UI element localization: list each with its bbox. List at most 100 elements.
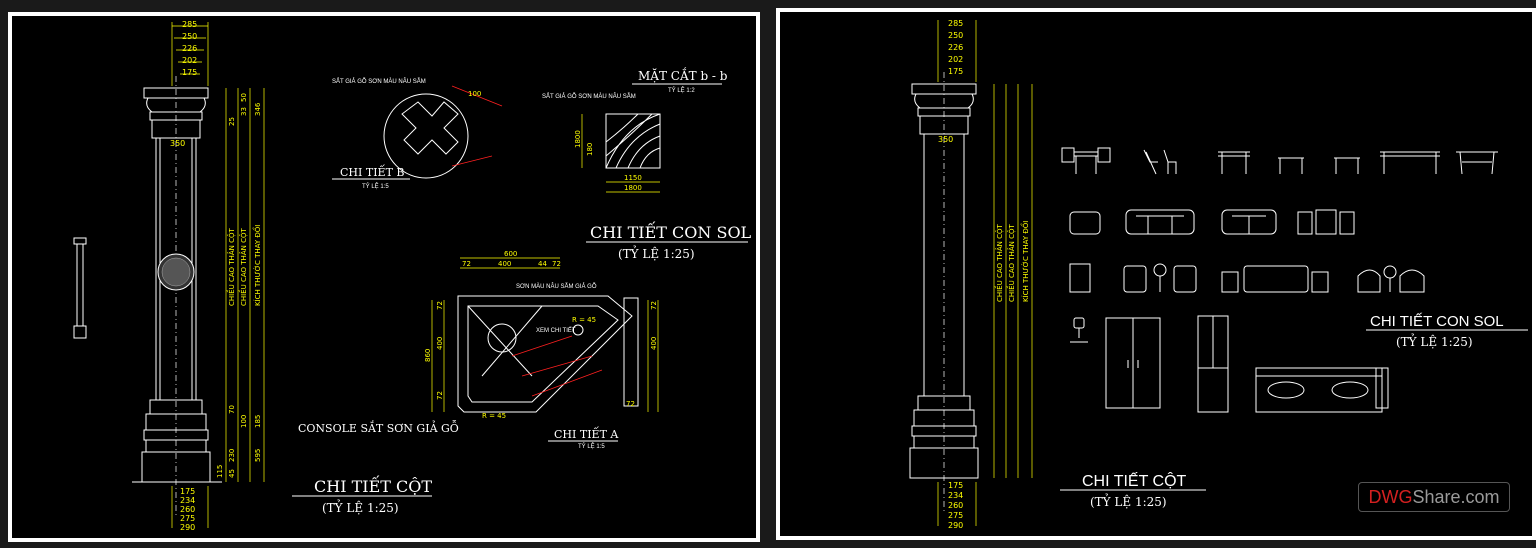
r-label-shaft-height-1: CHIỀU CAO THÂN CỘT — [994, 224, 1004, 302]
note-paint: SƠN MÀU NÂU SẪM GIẢ GỖ — [516, 283, 597, 290]
r-bot-dim-3: 260 — [948, 501, 963, 510]
consol-radius-2: R = 45 — [572, 316, 596, 324]
consol-dim-7: 400 — [436, 337, 444, 350]
bot-dim-3: 260 — [180, 505, 195, 514]
consol-dim-9: 72 — [436, 391, 444, 400]
consol-dim-2: 72 — [462, 260, 471, 268]
label-shaft-height-1: CHIỀU CAO THÂN CỘT — [226, 228, 236, 306]
sofa-3-seat-block — [1125, 209, 1195, 235]
r-top-dim-2: 250 — [948, 31, 963, 40]
column-title: CHI TIẾT CỘT — [314, 474, 432, 496]
consol-scale: (TỶ LỆ 1:25) — [618, 244, 695, 261]
consol-dim-6: 860 — [424, 349, 432, 362]
desk-block — [1456, 151, 1498, 175]
bot-dim-1: 175 — [180, 487, 195, 496]
section-dim-2: 1800 — [624, 184, 642, 192]
living-room-set-block — [1221, 265, 1329, 293]
left-drawing-canvas: 285 250 226 202 175 350 — [73, 20, 752, 532]
cabinet-small-block — [1069, 263, 1091, 293]
tv-console-block — [1255, 367, 1389, 413]
dining-group-block — [1297, 209, 1355, 235]
r-shaft-width-dim: 350 — [938, 135, 953, 144]
bot-dim-5: 290 — [180, 523, 195, 532]
lounge-set-block — [1357, 265, 1425, 293]
top-dimension-stack-right: 285 250 226 202 175 — [937, 19, 977, 82]
section-dim-3: 1800 — [574, 130, 582, 148]
label-shaft-height-2: CHIỀU CAO THÂN CỘT — [238, 228, 248, 306]
consol-dim-5: 72 — [552, 260, 561, 268]
r-label-shaft-height-2: CHIỀU CAO THÂN CỘT — [1006, 224, 1016, 302]
r-consol-title: CHI TIẾT CON SOL — [1370, 313, 1504, 330]
column-scale: (TỶ LỆ 1:25) — [322, 498, 399, 515]
wardrobe-block — [1105, 317, 1161, 409]
consol-dim-10: 72 — [650, 301, 658, 310]
column-thumbnail — [73, 237, 87, 339]
furniture-block-library — [1061, 147, 1498, 413]
console-drawing: 600 72 400 44 72 860 400 72 72 R = 45 R … — [424, 250, 659, 420]
r-bot-dim-2: 234 — [948, 491, 963, 500]
armchair-block — [1069, 211, 1101, 235]
side-dim-bot-7: 45 — [228, 469, 236, 478]
r-top-dim-3: 226 — [948, 43, 963, 52]
top-dimension-stack: 285 250 226 202 175 — [171, 20, 209, 86]
top-dim-2: 250 — [182, 32, 197, 41]
side-dim-bot-3: 185 — [254, 415, 262, 428]
top-dim-4: 202 — [182, 56, 197, 65]
armchairs-with-table-block — [1123, 263, 1197, 293]
chair-pair-block — [1143, 149, 1177, 175]
r-bot-dim-4: 275 — [948, 511, 963, 520]
r-label-size-change: KÍCH THƯỚC THAY ĐỔI — [1020, 221, 1030, 302]
table-block-1 — [1218, 151, 1250, 174]
section-dim-4: 180 — [586, 143, 594, 156]
side-dim-bot-6: 115 — [216, 465, 224, 478]
consol-dim-3: 400 — [498, 260, 511, 268]
section-dim-1: 1150 — [624, 174, 642, 182]
section-title: MẶT CẮT b - b — [638, 66, 728, 83]
section-bb-drawing: 1150 1800 1800 180 — [574, 113, 661, 193]
consol-dim-4: 44 — [538, 260, 547, 268]
side-dim-top-4: 346 — [254, 102, 262, 116]
label-size-change: KÍCH THƯỚC THAY ĐỔI — [252, 225, 262, 306]
side-dim-bot-4: 230 — [228, 449, 236, 462]
side-dim-bot-5: 595 — [254, 449, 262, 462]
console-caption: CONSOLE SẮT SƠN GIẢ GỖ — [298, 420, 459, 435]
side-dimension-chains: 25 33 50 346 70 100 185 230 595 115 45 C… — [216, 88, 265, 482]
long-table-block — [1380, 151, 1440, 174]
left-drawing-panel: 285 250 226 202 175 350 — [8, 12, 760, 542]
detail-a-scale: TỶ LỆ 1:5 — [578, 442, 605, 450]
side-dim-top-2: 33 — [240, 107, 248, 116]
bottom-dimension-stack: 175 234 260 275 290 — [171, 486, 209, 532]
r-top-dim-5: 175 — [948, 67, 963, 76]
bot-dim-2: 234 — [180, 496, 195, 505]
bottom-dimension-stack-right: 175 234 260 275 290 — [937, 481, 977, 530]
detail-b-drawing: 100 — [383, 85, 503, 179]
side-dim-top-1: 25 — [228, 117, 236, 126]
right-drawing-canvas: 285 250 226 202 175 350 CHIỀU CAO THÂN C… — [909, 19, 1528, 530]
side-dim-bot-2: 100 — [240, 415, 248, 428]
consol-title: CHI TIẾT CON SOL — [590, 220, 752, 242]
detail-b-dim: 100 — [468, 90, 481, 98]
shaft-width-dim: 350 — [170, 139, 185, 148]
detail-a-title: CHI TIẾT A — [554, 426, 619, 441]
detail-b-title: CHI TIẾT B — [340, 164, 404, 179]
side-dimension-chains-right: CHIỀU CAO THÂN CỘT CHIỀU CAO THÂN CỘT KÍ… — [993, 84, 1033, 478]
side-dim-top-3: 50 — [240, 93, 248, 102]
top-dim-1: 285 — [182, 20, 197, 29]
r-bot-dim-1: 175 — [948, 481, 963, 490]
top-dim-3: 226 — [182, 44, 197, 53]
column-elevation-right: 350 — [909, 72, 979, 512]
consol-dim-1: 600 — [504, 250, 517, 258]
consol-dim-12: 72 — [626, 400, 635, 408]
r-consol-scale: (TỶ LỆ 1:25) — [1396, 332, 1473, 349]
bot-dim-4: 275 — [180, 514, 195, 523]
display-cabinet-block — [1197, 315, 1229, 413]
watermark-logo: DWGShare.com — [1358, 482, 1510, 512]
note-iron-wood-section: SẮT GIẢ GỖ SƠN MÀU NÂU SẪM — [542, 92, 636, 100]
table-block-2 — [1278, 157, 1304, 174]
column-elevation: 350 — [132, 76, 222, 516]
side-dim-bot-1: 70 — [228, 405, 236, 414]
top-dim-5: 175 — [182, 68, 197, 77]
dining-set-block — [1061, 147, 1111, 174]
note-see-detail: XEM CHI TIẾT — [536, 327, 576, 334]
note-iron-wood-b: SẮT GIẢ GỖ SƠN MÀU NÂU SẪM — [332, 77, 426, 85]
